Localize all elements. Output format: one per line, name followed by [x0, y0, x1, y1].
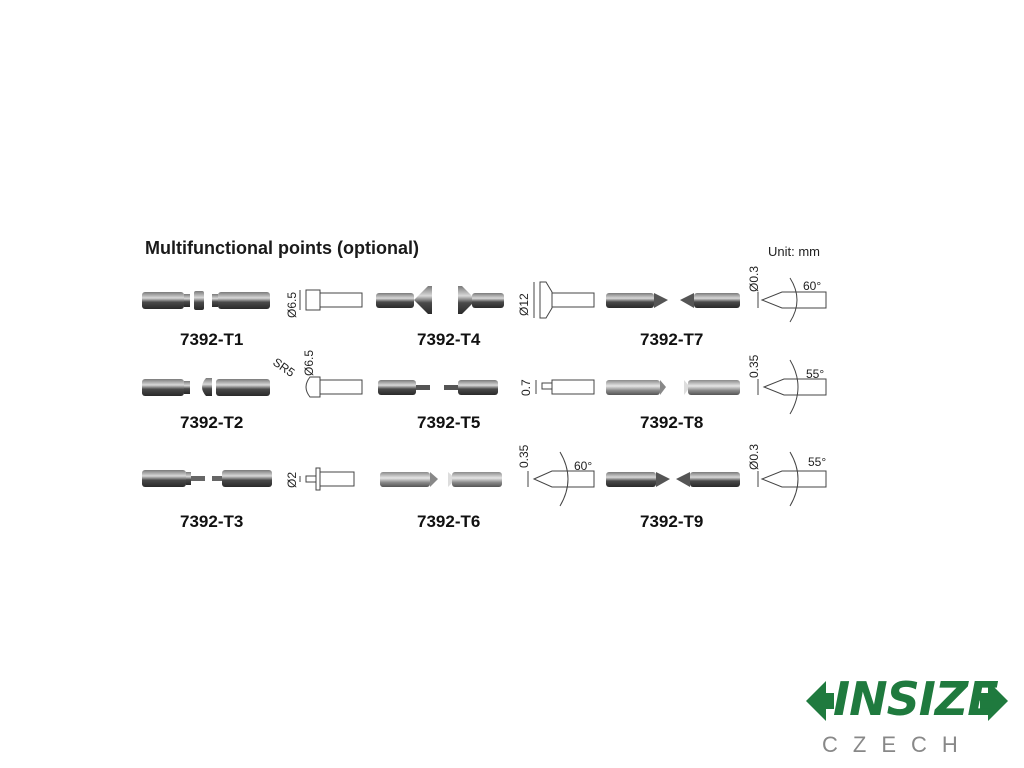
t9-photo [606, 472, 740, 487]
unit-label: Unit: mm [768, 244, 820, 259]
t8-dim-tip: 0.35 [747, 354, 761, 378]
t8-dim-angle: 55° [806, 367, 824, 381]
t9-dim-tip: Ø0.3 [747, 444, 761, 470]
t5-photo [378, 380, 498, 395]
section-title: Multifunctional points (optional) [145, 238, 419, 258]
t9-dim-angle: 55° [808, 455, 826, 469]
logo-region: CZECH [822, 732, 973, 757]
t2-dim-radius: SR5 [270, 355, 297, 380]
t1-photo [142, 291, 270, 310]
code-t4: 7392-T4 [417, 330, 481, 349]
t7-drawing [757, 277, 827, 323]
t6-dim-angle: 60° [574, 459, 592, 473]
code-t9: 7392-T9 [640, 512, 704, 531]
code-t7: 7392-T7 [640, 330, 704, 349]
t4-photo [376, 286, 504, 314]
t1-drawing [299, 289, 363, 311]
t6-drawing [527, 451, 595, 507]
t2-drawing [305, 376, 363, 398]
t7-dim-angle: 60° [803, 279, 821, 293]
t4-dim-diameter: Ø12 [517, 293, 531, 316]
t7-photo [606, 293, 740, 308]
t3-dim-diameter: Ø2 [285, 472, 299, 488]
t3-photo [142, 470, 272, 487]
code-t3: 7392-T3 [180, 512, 244, 531]
logo-brand: INSIZE [833, 672, 999, 726]
code-t1: 7392-T1 [180, 330, 244, 349]
code-t2: 7392-T2 [180, 413, 244, 432]
t5-dim-width: 0.7 [519, 379, 533, 396]
t8-photo [606, 380, 740, 395]
t7-dim-tip: Ø0.3 [747, 266, 761, 292]
code-t8: 7392-T8 [640, 413, 704, 432]
t2-dim-diameter: Ø6.5 [302, 350, 316, 376]
t2-photo [142, 378, 270, 396]
code-t5: 7392-T5 [417, 413, 481, 432]
t9-drawing [757, 451, 827, 507]
t5-drawing [535, 379, 595, 395]
t6-dim-tip: 0.35 [517, 444, 531, 468]
code-t6: 7392-T6 [417, 512, 481, 531]
t6-photo [380, 472, 502, 487]
t4-drawing [533, 281, 595, 319]
logo-arrows [806, 681, 1008, 721]
t3-drawing [299, 467, 355, 491]
t8-drawing [757, 359, 827, 415]
t1-dim-diameter: Ø6.5 [285, 292, 299, 318]
